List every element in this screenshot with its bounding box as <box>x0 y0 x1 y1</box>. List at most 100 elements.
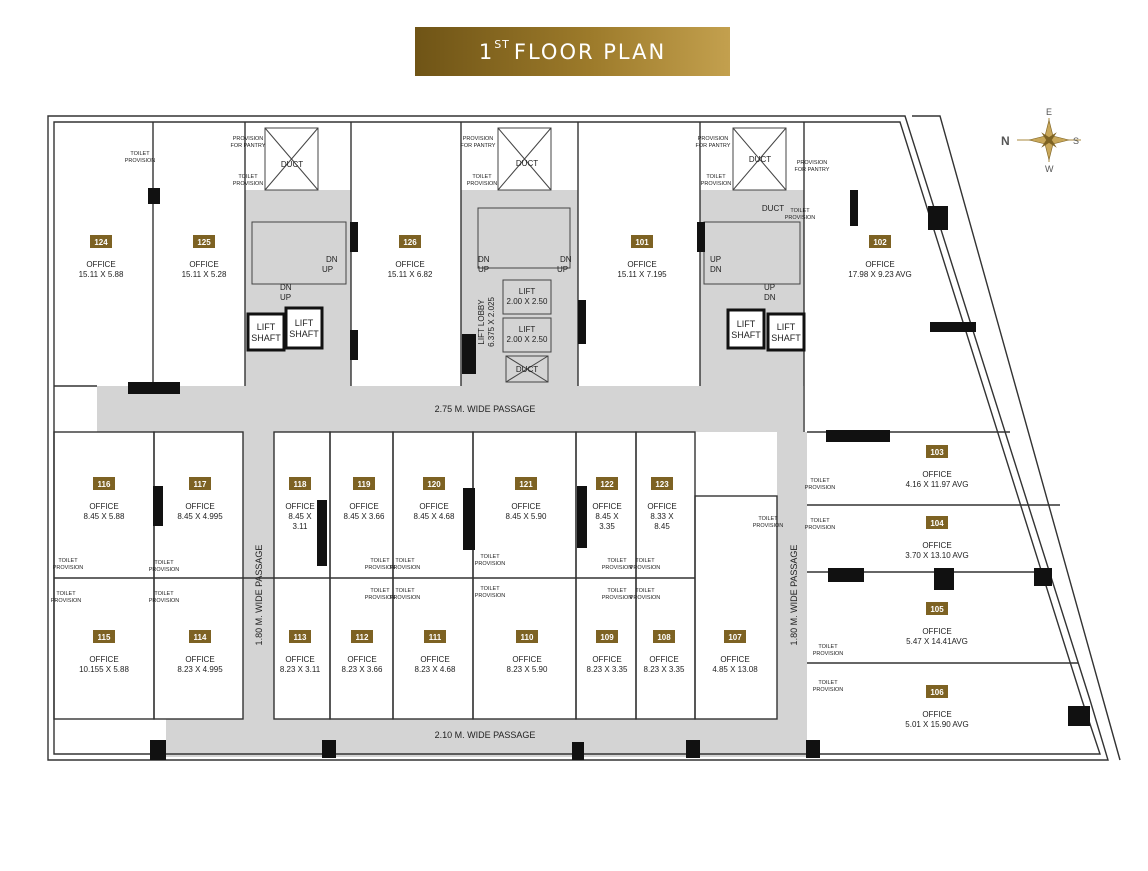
pantry-provision-label: FOR PANTRY <box>231 143 266 149</box>
unit-number-badge <box>93 630 115 643</box>
top-passage <box>97 386 803 432</box>
unit-type: OFFICE <box>592 655 621 664</box>
title-text: FLOOR PLAN <box>513 39 667 64</box>
toilet-provision-label: TOILET <box>480 554 500 560</box>
toilet-provision-label: TOILET <box>154 560 174 566</box>
cores <box>251 127 801 383</box>
column <box>850 190 858 226</box>
lift-shaft-1 <box>246 312 286 352</box>
stair-center <box>477 207 571 269</box>
room-block-107 <box>694 495 778 720</box>
passages <box>97 190 807 757</box>
toilet-provision-label: PROVISION <box>390 595 421 601</box>
duct-cross <box>732 127 787 191</box>
left-passage <box>243 432 274 719</box>
unit-number: 105 <box>930 605 944 614</box>
lift-1-size: 2.00 X 2.50 <box>507 297 548 306</box>
room-block-118-113 <box>273 431 331 720</box>
toilet-provision-label: PROVISION <box>805 525 836 531</box>
lift-shaft-2-l1: LIFT <box>295 318 314 328</box>
unit-size: 8.45 X 3.66 <box>344 512 385 521</box>
toilet-provision-label: PROVISION <box>53 565 84 571</box>
toilet-provision-label: TOILET <box>56 591 76 597</box>
toilet-provision-label: TOILET <box>130 151 150 157</box>
unit-size: 8.23 X 3.35 <box>644 665 685 674</box>
toilet-provision-label: TOILET <box>818 644 838 650</box>
unit-type: OFFICE <box>86 260 115 269</box>
unit-type: OFFICE <box>189 260 218 269</box>
toilet-provision-label: PROVISION <box>785 215 816 221</box>
toilet-provision-label: TOILET <box>154 591 174 597</box>
unit-type: OFFICE <box>185 502 214 511</box>
unit-type: OFFICE <box>922 627 951 636</box>
stair-up: UP <box>710 255 721 264</box>
unit-number-badge <box>651 477 673 490</box>
unit-type: OFFICE <box>922 470 951 479</box>
unit-number-badge <box>93 477 115 490</box>
top-passage-label: 2.75 M. WIDE PASSAGE <box>435 404 536 414</box>
unit-number: 120 <box>427 480 441 489</box>
lift-lobby-floor <box>461 190 578 386</box>
lift-lobby-label: LIFT LOBBY <box>477 299 486 345</box>
unit-number: 106 <box>930 688 944 697</box>
unit-number: 118 <box>294 480 307 489</box>
unit-number: 119 <box>358 480 371 489</box>
unit-type: OFFICE <box>512 655 541 664</box>
title-number: 1 <box>478 39 495 64</box>
lift-shaft-2-l2: SHAFT <box>289 329 319 339</box>
column <box>826 430 890 442</box>
toilet-provision-label: PROVISION <box>602 595 633 601</box>
unit-number-badge <box>926 445 948 458</box>
unit-type: OFFICE <box>720 655 749 664</box>
unit-type: OFFICE <box>922 541 951 550</box>
column <box>828 568 864 582</box>
compass-rose-icon: N E S W <box>1001 107 1081 174</box>
unit-size: 8.23 X 4.995 <box>177 665 223 674</box>
unit-size: 4.85 X 13.08 <box>712 665 758 674</box>
unit-size: 8.45 X 4.995 <box>177 512 223 521</box>
lift-shaft-labels: LIFT SHAFT LIFT SHAFT LIFT SHAFT LIFT SH… <box>251 318 801 343</box>
unit-number-badge <box>516 630 538 643</box>
column <box>1068 706 1090 726</box>
stair-dn: DN <box>326 255 338 264</box>
toilet-provision-label: PROVISION <box>149 567 180 573</box>
column <box>577 486 587 548</box>
toilet-provision-label: TOILET <box>370 558 390 564</box>
toilet-provision-label: PROVISION <box>233 181 264 187</box>
title-superscript: ST <box>494 38 510 51</box>
duct-cross <box>264 127 319 191</box>
pantry-provision-label: FOR PANTRY <box>696 143 731 149</box>
stair-up: UP <box>764 283 775 292</box>
stair-left <box>251 221 347 285</box>
right-passage-label: 1.80 M. WIDE PASSAGE <box>789 545 799 646</box>
lift-shaft-4-l2: SHAFT <box>771 333 801 343</box>
provision-labels: TOILETPROVISIONTOILETPROVISIONTOILETPROV… <box>51 136 844 693</box>
column <box>934 568 954 590</box>
bottom-passage <box>166 719 807 757</box>
column <box>806 740 820 758</box>
room-block-121-110 <box>472 431 577 720</box>
unit-number: 121 <box>519 480 533 489</box>
toilet-provision-label: PROVISION <box>149 598 180 604</box>
unit-size: 8.23 X 4.68 <box>415 665 456 674</box>
unit-type: OFFICE <box>649 655 678 664</box>
toilet-provision-label: TOILET <box>790 208 810 214</box>
toilet-provision-label: TOILET <box>607 558 627 564</box>
unit-number-badge <box>424 630 446 643</box>
toilet-provision-label: TOILET <box>635 588 655 594</box>
room-block-120-111 <box>392 431 474 720</box>
toilet-provision-label: TOILET <box>635 558 655 564</box>
columns <box>128 188 1090 760</box>
